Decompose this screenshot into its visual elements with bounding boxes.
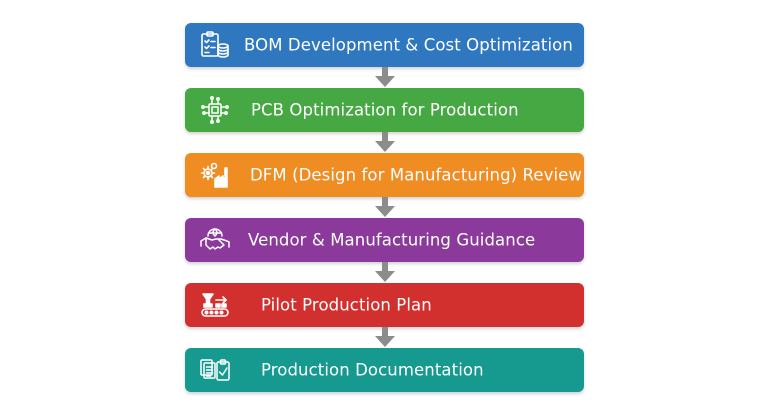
gears-factory-icon (199, 159, 231, 191)
step-label: Production Documentation (261, 360, 484, 380)
process-flow: BOM Development & Cost Optimization PCB … (185, 23, 584, 392)
step-label: Pilot Production Plan (261, 295, 432, 315)
conveyor-belt-icon (199, 289, 231, 321)
circuit-chip-icon (199, 94, 231, 126)
flow-arrow (185, 67, 584, 88)
flow-arrow (185, 327, 584, 348)
bom-checklist-coins-icon (199, 29, 231, 61)
documents-checklist-icon (199, 354, 231, 386)
step-vendor-guidance: Vendor & Manufacturing Guidance (185, 218, 584, 262)
step-pilot-production: Pilot Production Plan (185, 283, 584, 327)
step-label: PCB Optimization for Production (251, 100, 519, 120)
step-label: Vendor & Manufacturing Guidance (248, 230, 536, 250)
step-label: BOM Development & Cost Optimization (244, 35, 573, 55)
flow-arrow (185, 197, 584, 218)
flow-arrow (185, 262, 584, 283)
step-dfm-review: DFM (Design for Manufacturing) Review (185, 153, 584, 197)
step-production-documentation: Production Documentation (185, 348, 584, 392)
step-pcb-optimization: PCB Optimization for Production (185, 88, 584, 132)
step-bom-development: BOM Development & Cost Optimization (185, 23, 584, 67)
handshake-globe-icon (199, 224, 231, 256)
flow-arrow (185, 132, 584, 153)
step-label: DFM (Design for Manufacturing) Review (250, 165, 582, 185)
